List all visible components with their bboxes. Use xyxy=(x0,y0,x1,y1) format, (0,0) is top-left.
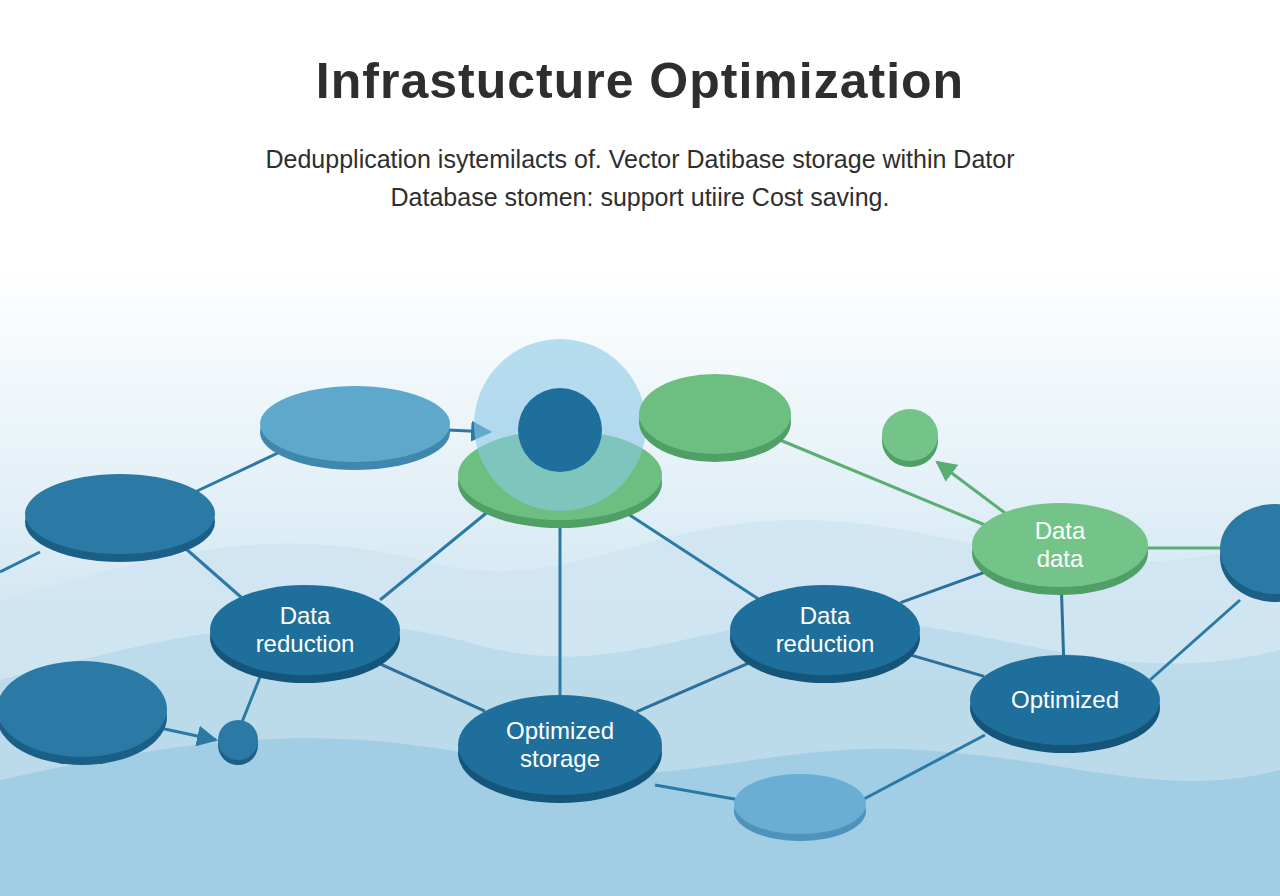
link-line xyxy=(559,518,562,700)
link-line xyxy=(1145,547,1225,550)
ellipse-face xyxy=(972,503,1148,587)
link-arrow xyxy=(160,728,216,740)
core-circle xyxy=(518,388,602,472)
link-line xyxy=(780,440,985,525)
wave xyxy=(0,619,1280,896)
ellipse-node xyxy=(639,374,791,454)
ellipse-node: Data data xyxy=(972,503,1148,587)
node-text-group: Data data xyxy=(1020,517,1100,573)
ellipse-face xyxy=(970,655,1160,745)
node-label: Data reduction xyxy=(760,602,890,658)
node-label: Optimized storage xyxy=(485,717,635,773)
link-line xyxy=(380,510,490,600)
link-line xyxy=(242,672,262,722)
connector-line xyxy=(374,661,485,711)
link-line xyxy=(0,552,40,572)
ellipse-node xyxy=(734,774,866,834)
node-label: Data reduction xyxy=(240,602,370,658)
connector-line xyxy=(636,660,755,711)
ellipse-face xyxy=(458,695,662,795)
node-label: Optimized xyxy=(1011,686,1119,714)
ellipse-node: Optimized storage xyxy=(458,695,662,795)
link-line xyxy=(625,512,760,600)
empty-ellipses xyxy=(0,339,1280,841)
ellipse-node: Data reduction xyxy=(730,585,920,675)
ellipse-node: Data reduction xyxy=(210,585,400,675)
connector-line xyxy=(1061,587,1063,655)
node-label: Data data xyxy=(1020,517,1100,573)
ellipse-node xyxy=(25,474,215,554)
connector-line xyxy=(901,570,990,602)
ellipse-node xyxy=(0,661,167,757)
link-arrow xyxy=(937,462,1005,513)
diagram-title: Infrastucture Optimization xyxy=(0,52,1280,110)
node-text-group: Data reduction xyxy=(760,602,890,658)
connector-line xyxy=(906,654,984,677)
node-text-group: Optimized storage xyxy=(485,717,635,773)
node-text-group: Optimized xyxy=(1011,686,1119,714)
link-line xyxy=(1150,600,1240,680)
ellipse-node xyxy=(1220,504,1280,594)
link-line xyxy=(185,548,250,605)
link-line xyxy=(195,452,280,492)
node-text-group: Data reduction xyxy=(240,602,370,658)
ellipse-face xyxy=(210,585,400,675)
diagram-caption: Dedupplication isytemilacts of. Vector D… xyxy=(240,140,1040,216)
ellipse-node xyxy=(260,386,450,462)
ellipse-face xyxy=(730,585,920,675)
ellipse-node: Optimized xyxy=(970,655,1160,745)
small-circle xyxy=(882,409,938,461)
halo-circle xyxy=(474,339,646,511)
link-line xyxy=(862,735,985,800)
link-line xyxy=(655,785,740,800)
small-circle xyxy=(218,720,258,760)
